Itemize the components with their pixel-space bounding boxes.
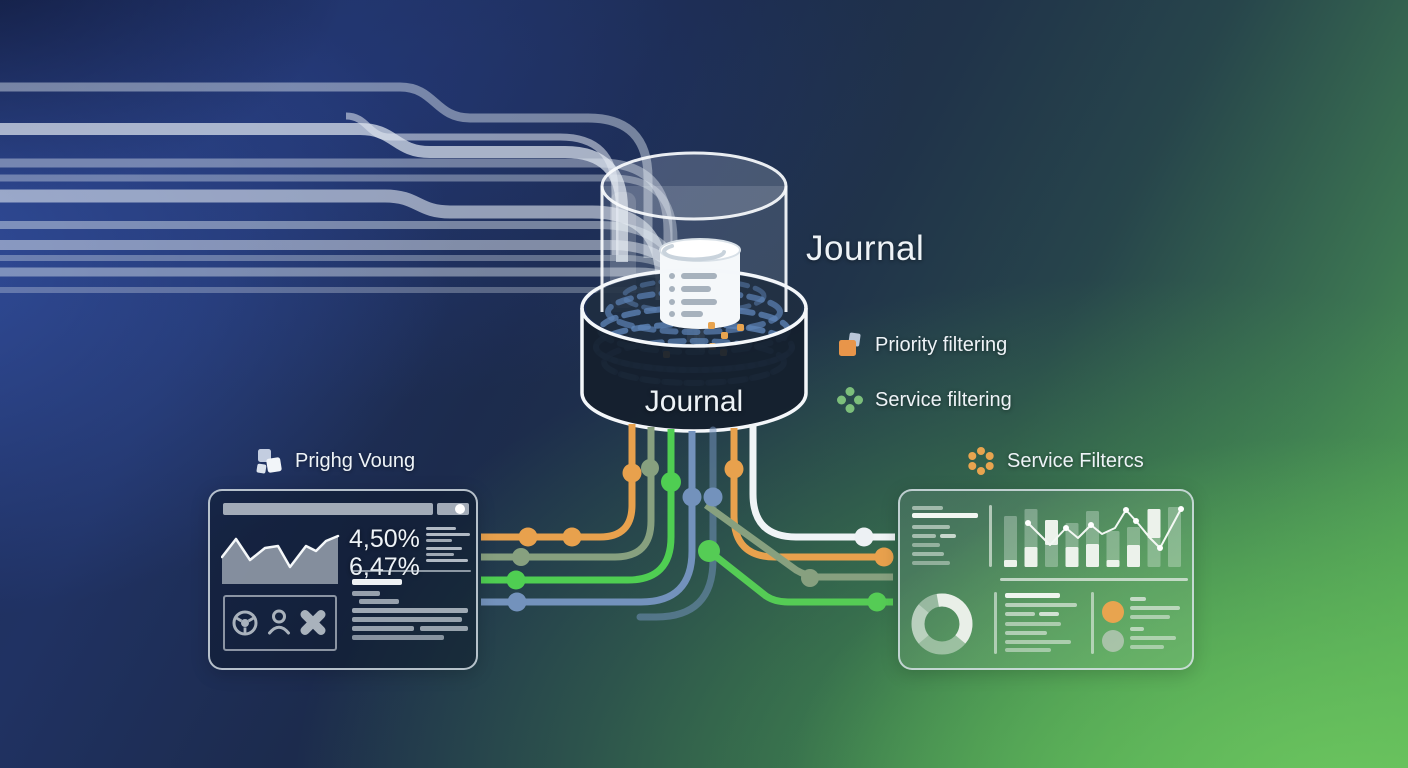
text-line: [1005, 603, 1077, 607]
text-line: [1130, 636, 1176, 640]
wire-sage-left: [481, 427, 655, 561]
text-line: [912, 506, 943, 510]
text-line: [359, 599, 399, 604]
wire-nodes: [506, 459, 894, 612]
right-dashboard-panel: [898, 489, 1194, 670]
left-panel-title: Prighg Voung: [295, 449, 416, 472]
journal-scroll-icon: [659, 238, 741, 329]
icon-box: [223, 595, 337, 651]
mini-line: [426, 547, 462, 550]
text-line: [1130, 615, 1170, 619]
text-line: [352, 635, 444, 640]
divider: [351, 570, 471, 572]
text-line: [352, 626, 414, 631]
status-dot-gray: [1102, 630, 1124, 652]
status-dot-orange: [1102, 601, 1124, 623]
stat-value-2: 6,47%: [349, 553, 420, 581]
mini-line: [426, 527, 456, 530]
text-line: [1005, 622, 1061, 626]
mini-line: [426, 553, 454, 556]
wire-blue-fade: [636, 426, 717, 621]
h-divider: [1000, 578, 1188, 581]
text-line: [1130, 597, 1146, 601]
text-line: [1005, 640, 1071, 644]
text-line: [352, 579, 402, 585]
right-panel-title: Service Filtercs: [1007, 449, 1144, 472]
progress-bar: [223, 503, 433, 515]
service-filter-icon: [837, 387, 863, 413]
text-line: [352, 608, 468, 613]
wire-green-right: [706, 548, 893, 606]
text-line: [912, 525, 950, 529]
text-line: [420, 626, 468, 631]
priority-filter-icon: [839, 332, 861, 356]
modules-icon: [256, 449, 282, 474]
text-line: [1005, 648, 1051, 652]
tools-icon: [300, 610, 326, 635]
donut-chart: [911, 593, 973, 655]
text-line: [352, 617, 462, 622]
v-divider: [989, 505, 992, 567]
person-icon: [268, 609, 290, 635]
text-line: [912, 534, 936, 538]
text-line: [912, 513, 978, 518]
progress-knob: [455, 504, 465, 514]
stat-value-1: 4,50%: [349, 525, 420, 553]
v-divider: [994, 592, 997, 654]
text-line: [940, 534, 956, 538]
legend-priority-filtering: Priority filtering: [836, 331, 1007, 359]
wire-blue-left: [481, 431, 696, 606]
glass-cylinder-outline: [600, 151, 788, 312]
area-chart: [221, 534, 340, 584]
text-line: [1005, 612, 1035, 616]
text-line: [912, 543, 940, 547]
text-line: [1130, 627, 1144, 631]
mini-line: [426, 559, 468, 562]
right-panel-header: Service Filtercs: [966, 446, 1144, 476]
legend-priority-label: Priority filtering: [875, 333, 1008, 356]
text-line: [1130, 645, 1164, 649]
mini-line: [426, 539, 452, 542]
output-wires: [481, 424, 895, 621]
text-line: [352, 591, 380, 596]
text-line: [1039, 612, 1059, 616]
bar-chart: [1004, 506, 1184, 567]
left-dashboard-panel: 4,50% 6,47%: [208, 489, 478, 670]
wire-white-right: [749, 424, 895, 541]
text-line: [912, 552, 944, 556]
wire-green-left: [481, 429, 675, 584]
text-line: [1005, 631, 1047, 635]
journal-band-label: Journal: [644, 385, 744, 418]
text-line: [1130, 606, 1180, 610]
mini-line: [426, 533, 470, 536]
legend-service-label: Service filtering: [875, 388, 1012, 411]
wire-orange-left: [481, 424, 636, 541]
v-divider: [1091, 592, 1094, 654]
text-line: [1005, 593, 1060, 598]
journal-title: Journal: [806, 229, 925, 268]
left-panel-header: Prighg Voung: [254, 446, 415, 476]
wheel-icon: [232, 610, 258, 636]
icon-box-icons: [232, 609, 326, 636]
service-dots-icon: [968, 447, 994, 475]
text-line: [912, 561, 950, 565]
legend-service-filtering: Service filtering: [836, 386, 1012, 414]
